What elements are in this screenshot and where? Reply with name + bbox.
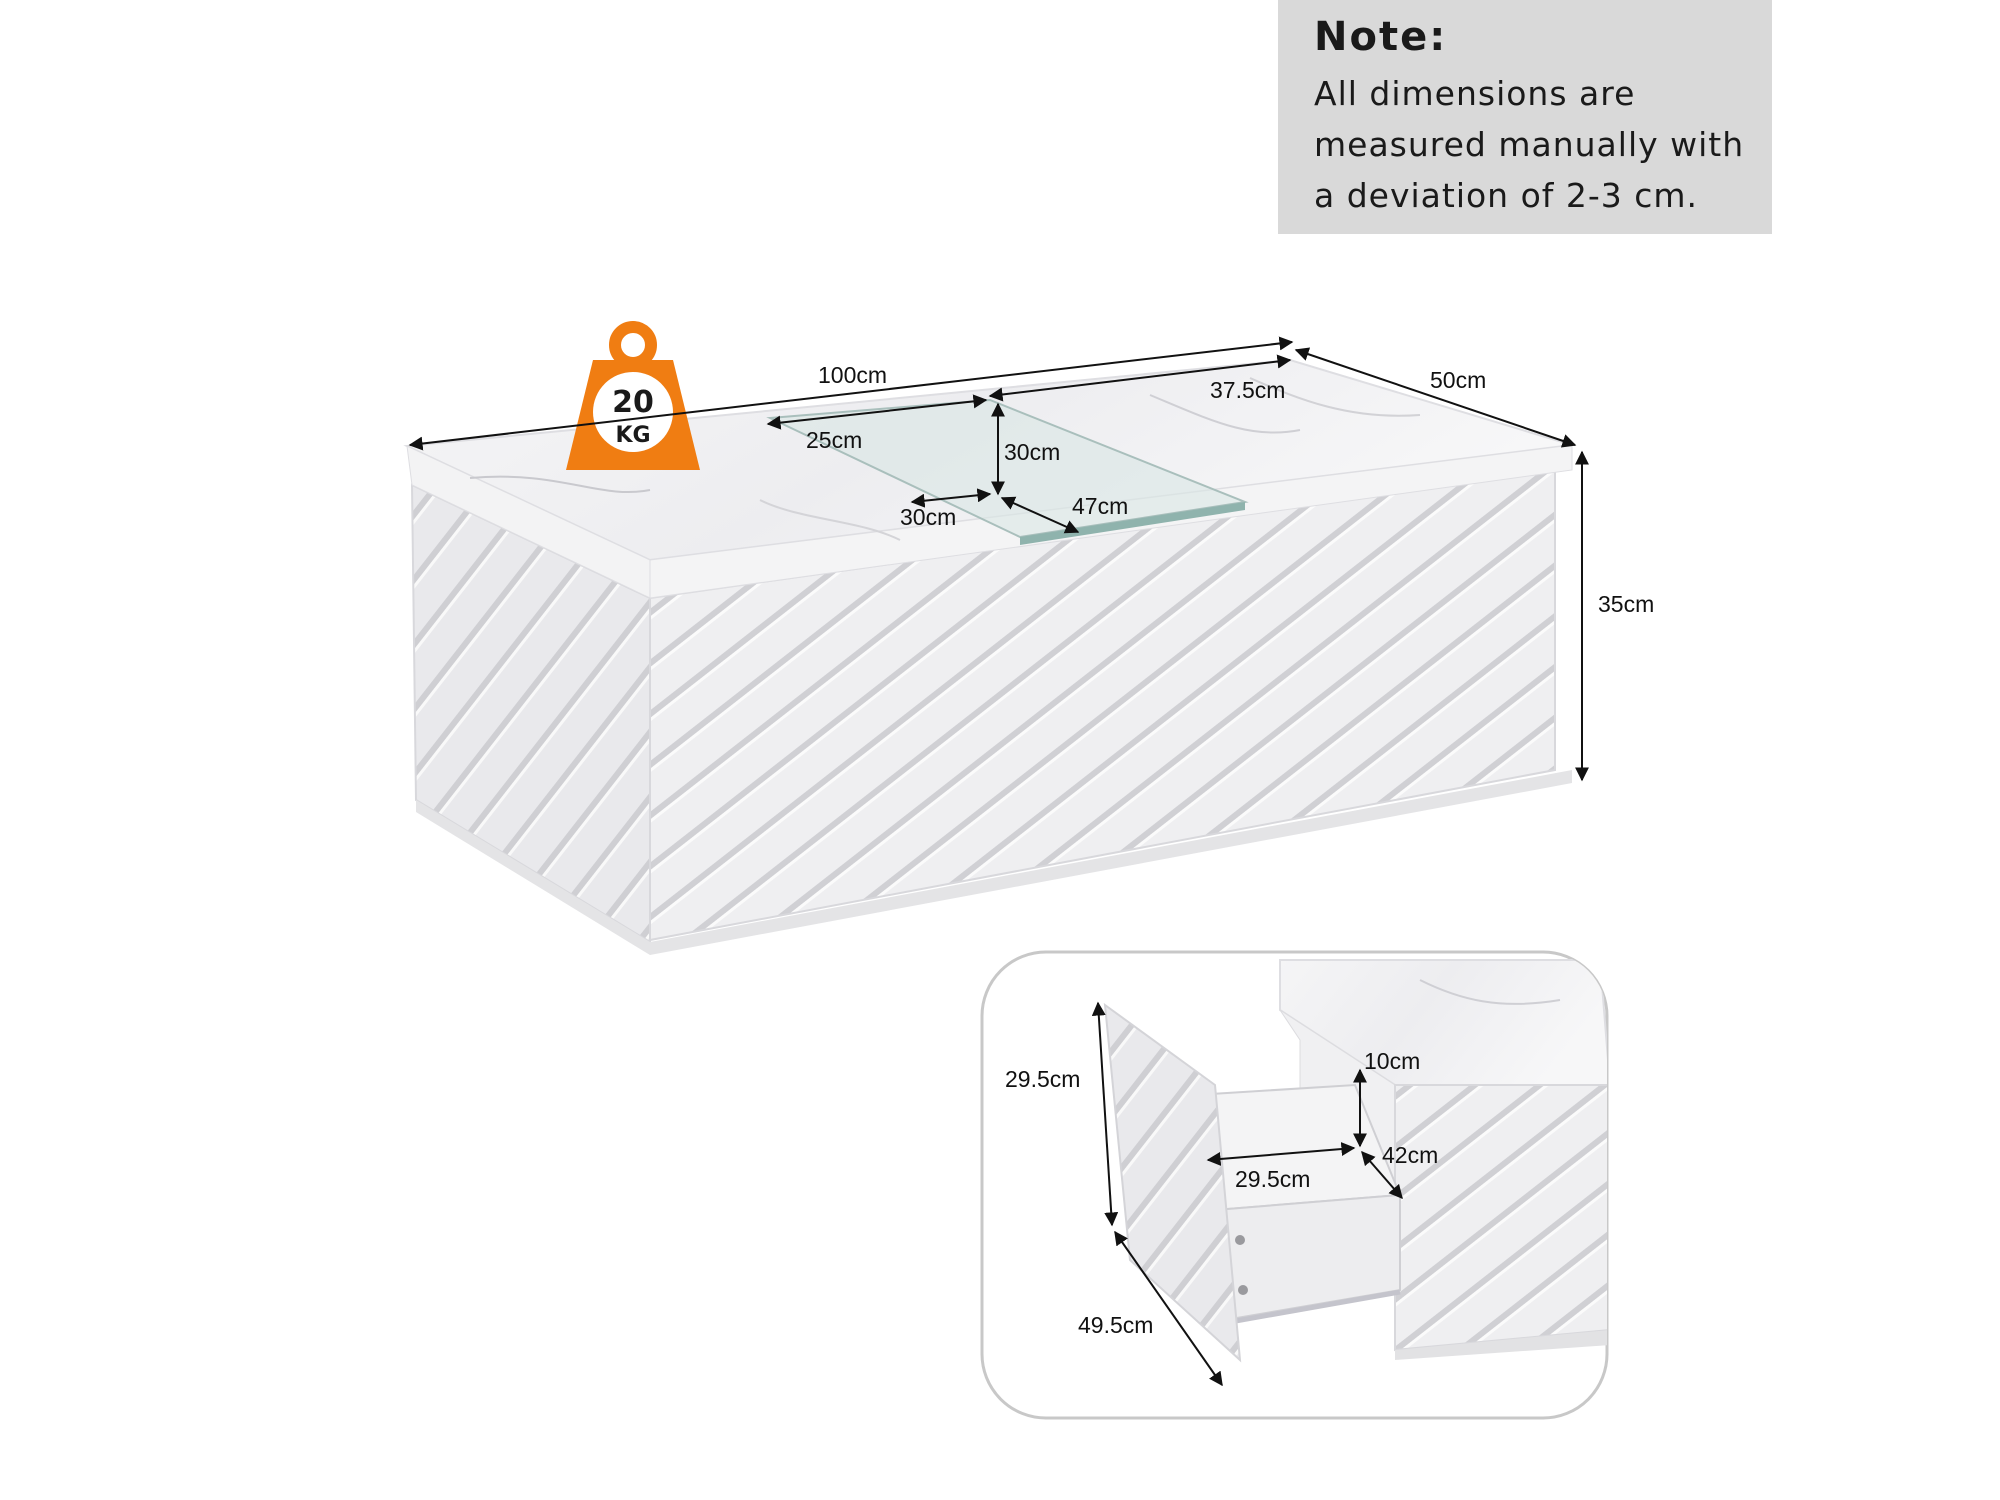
dim-line-inner-depth — [1361, 1150, 1403, 1200]
label-front-height: 29.5cm — [1005, 1066, 1080, 1092]
label-glass-depth: 30cm — [1004, 439, 1060, 465]
dim-line-glass-length — [1000, 496, 1080, 534]
weight-badge: 20 KG — [566, 321, 700, 470]
dim-line-front-height — [1091, 1001, 1119, 1227]
dim-line-front-width — [1114, 1230, 1223, 1387]
label-lid: 37.5cm — [1210, 377, 1285, 403]
label-glass-inner: 30cm — [900, 504, 956, 530]
label-inner-height: 10cm — [1364, 1048, 1420, 1074]
label-inner-width: 29.5cm — [1235, 1166, 1310, 1192]
label-height: 35cm — [1598, 591, 1654, 617]
main-dimension-labels: 100cm 50cm 35cm 37.5cm 25cm 30cm 30cm 47… — [806, 362, 1654, 617]
note-box: Note: All dimensions are measured manual… — [1278, 0, 1772, 234]
label-glass-length: 47cm — [1072, 493, 1128, 519]
label-inner-depth: 42cm — [1382, 1142, 1438, 1168]
inset-cabinet-front — [1394, 1084, 1607, 1352]
drawer-dimension-lines — [1091, 1001, 1403, 1387]
dim-line-depth — [1294, 347, 1577, 448]
dim-line-inner-width — [1206, 1142, 1356, 1166]
main-dimension-lines — [408, 336, 1589, 782]
label-front-width: 49.5cm — [1078, 1312, 1153, 1338]
note-title: Note: — [1314, 14, 1448, 60]
dim-line-glass-inner — [910, 488, 992, 508]
note-body: All dimensions are measured manually wit… — [1314, 74, 1745, 215]
drawer-dimension-labels: 29.5cm 10cm 29.5cm 42cm 49.5cm — [1005, 1048, 1438, 1338]
dim-line-lid — [988, 354, 1292, 402]
badge-value: 20 — [612, 385, 654, 420]
dim-line-glass-width — [766, 394, 988, 430]
label-depth: 50cm — [1430, 367, 1486, 393]
badge-unit: KG — [615, 423, 650, 448]
label-glass-width: 25cm — [806, 427, 862, 453]
label-length: 100cm — [818, 362, 887, 388]
badge-ring — [609, 321, 657, 369]
